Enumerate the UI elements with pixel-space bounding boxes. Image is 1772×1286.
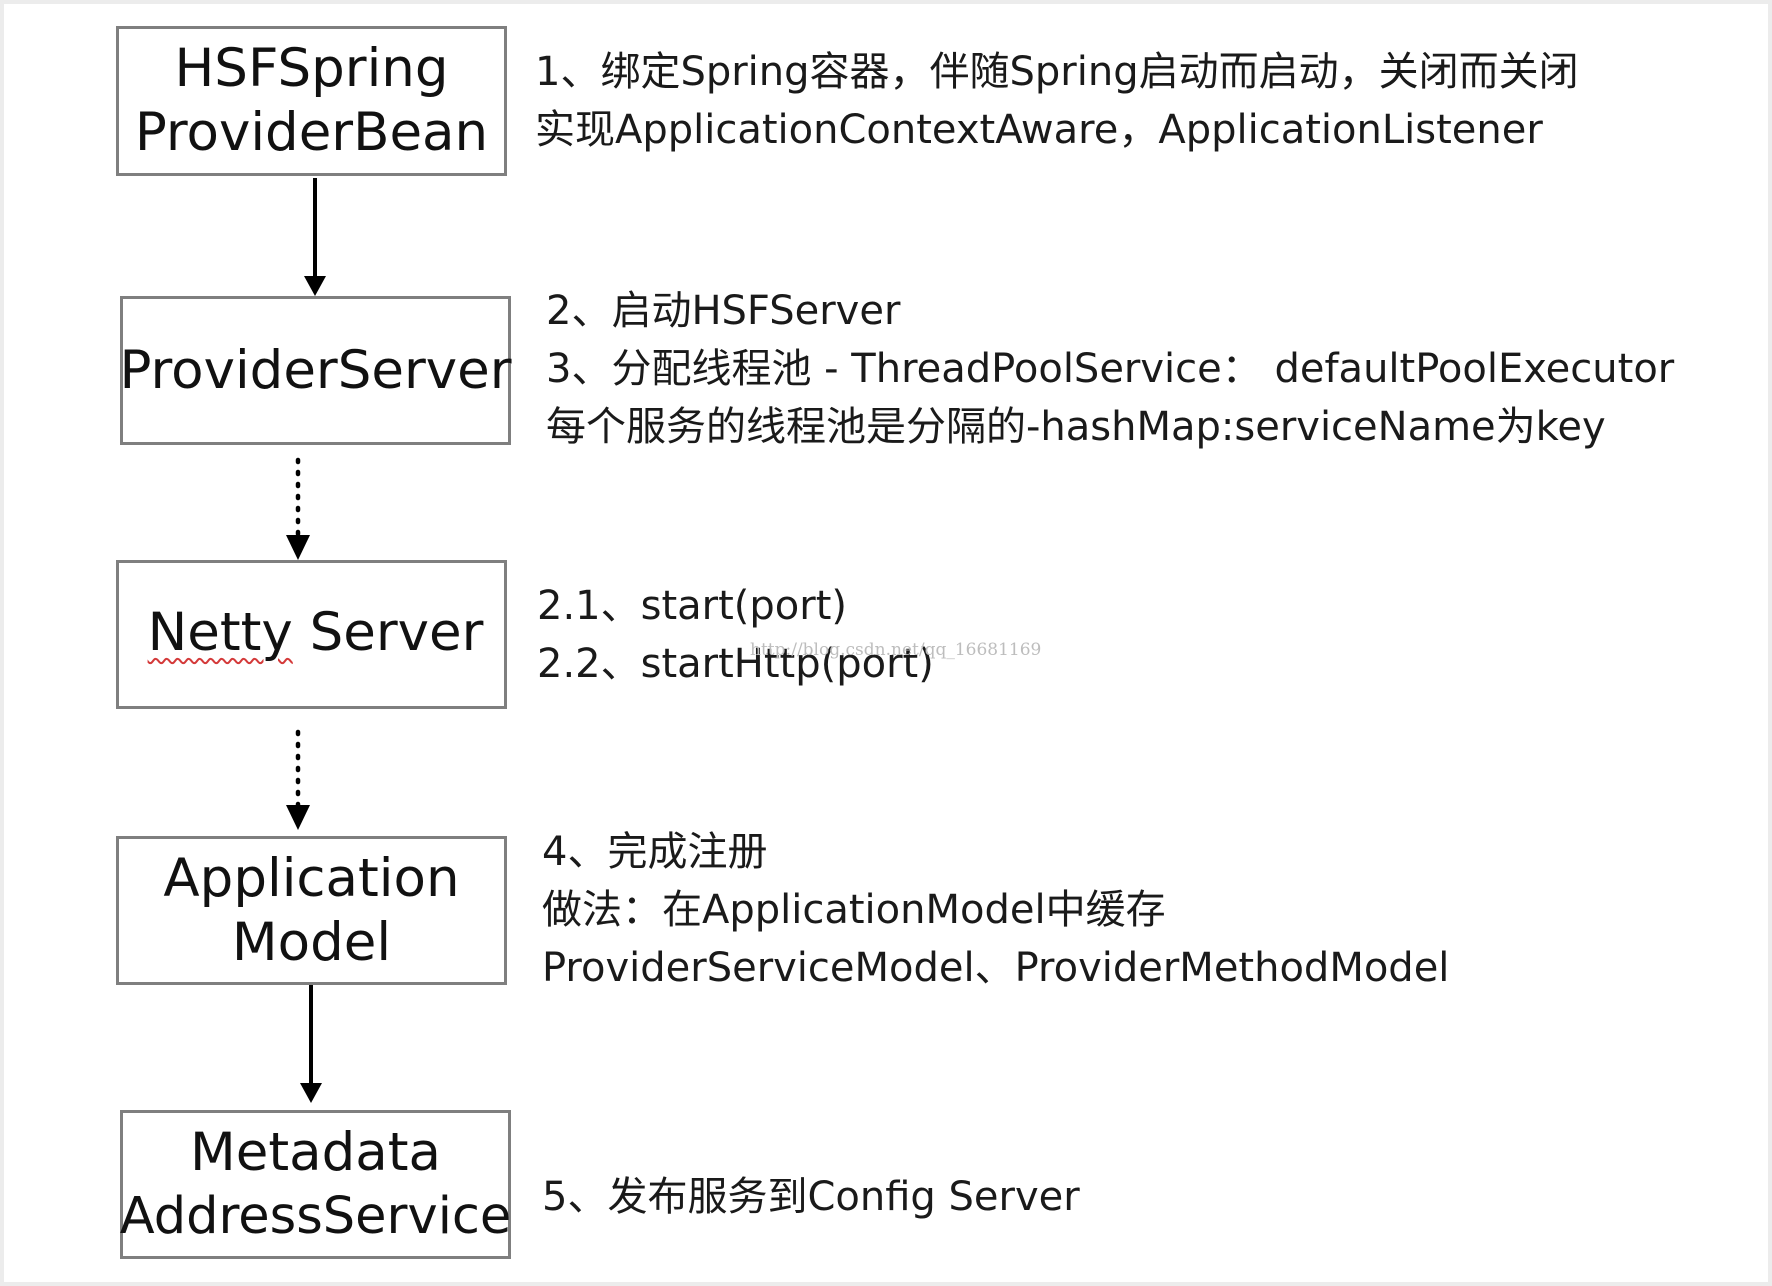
arrowhead-2 bbox=[286, 535, 310, 560]
note-step-5: 5、发布服务到Config Server bbox=[542, 1168, 1080, 1226]
note-line: 2.1、start(port) bbox=[537, 583, 847, 629]
watermark-text: http://blog.csdn.net/qq_16681169 bbox=[750, 640, 1042, 660]
node-provider-server: ProviderServer bbox=[119, 296, 512, 445]
note-line: 4、完成注册 bbox=[542, 829, 768, 875]
node-hsf-spring-provider-bean: HSFSpring ProviderBean bbox=[116, 26, 507, 176]
note-step-2-3: 2、启动HSFServer 3、分配线程池 - ThreadPoolServic… bbox=[546, 282, 1674, 456]
note-step-4: 4、完成注册 做法：在ApplicationModel中缓存 ProviderS… bbox=[542, 823, 1449, 997]
node-label-line: ProviderServer bbox=[119, 339, 512, 401]
note-line: 2.2、startHttp(port) bbox=[537, 641, 934, 687]
note-step-2-1-2-2: 2.1、start(port) 2.2、startHttp(port) bbox=[537, 577, 934, 693]
note-line: ProviderServiceModel、ProviderMethodModel bbox=[542, 945, 1450, 991]
arrowhead-1 bbox=[304, 276, 326, 296]
node-label-line: AddressService bbox=[119, 1186, 512, 1246]
note-line: 5、发布服务到Config Server bbox=[542, 1174, 1080, 1220]
note-step-1: 1、绑定Spring容器，伴随Spring启动而启动，关闭而关闭 实现Appli… bbox=[535, 43, 1579, 159]
note-line: 3、分配线程池 - ThreadPoolService： defaultPool… bbox=[546, 346, 1675, 392]
node-netty-server: Netty Server bbox=[116, 560, 507, 709]
node-label-line: Application bbox=[163, 847, 460, 909]
node-label-line: Netty Server bbox=[147, 601, 484, 663]
note-line: 做法：在ApplicationModel中缓存 bbox=[542, 887, 1166, 933]
note-line: 2、启动HSFServer bbox=[546, 288, 901, 334]
node-metadata-address-service: Metadata AddressService bbox=[120, 1110, 511, 1259]
node-label-line: HSFSpring bbox=[174, 38, 449, 99]
note-line: 实现ApplicationContextAware，ApplicationLis… bbox=[535, 107, 1543, 153]
node-application-model: Application Model bbox=[116, 836, 507, 985]
node-label-line: ProviderBean bbox=[134, 102, 489, 163]
note-line: 每个服务的线程池是分隔的-hashMap:serviceName为key bbox=[546, 404, 1606, 450]
arrowhead-4 bbox=[300, 1083, 322, 1103]
arrowhead-3 bbox=[286, 805, 310, 830]
note-line: 1、绑定Spring容器，伴随Spring启动而启动，关闭而关闭 bbox=[535, 49, 1579, 95]
node-label-line: Metadata bbox=[190, 1121, 441, 1183]
spellcheck-word: Netty bbox=[147, 601, 293, 663]
node-label-line: Model bbox=[231, 911, 392, 973]
